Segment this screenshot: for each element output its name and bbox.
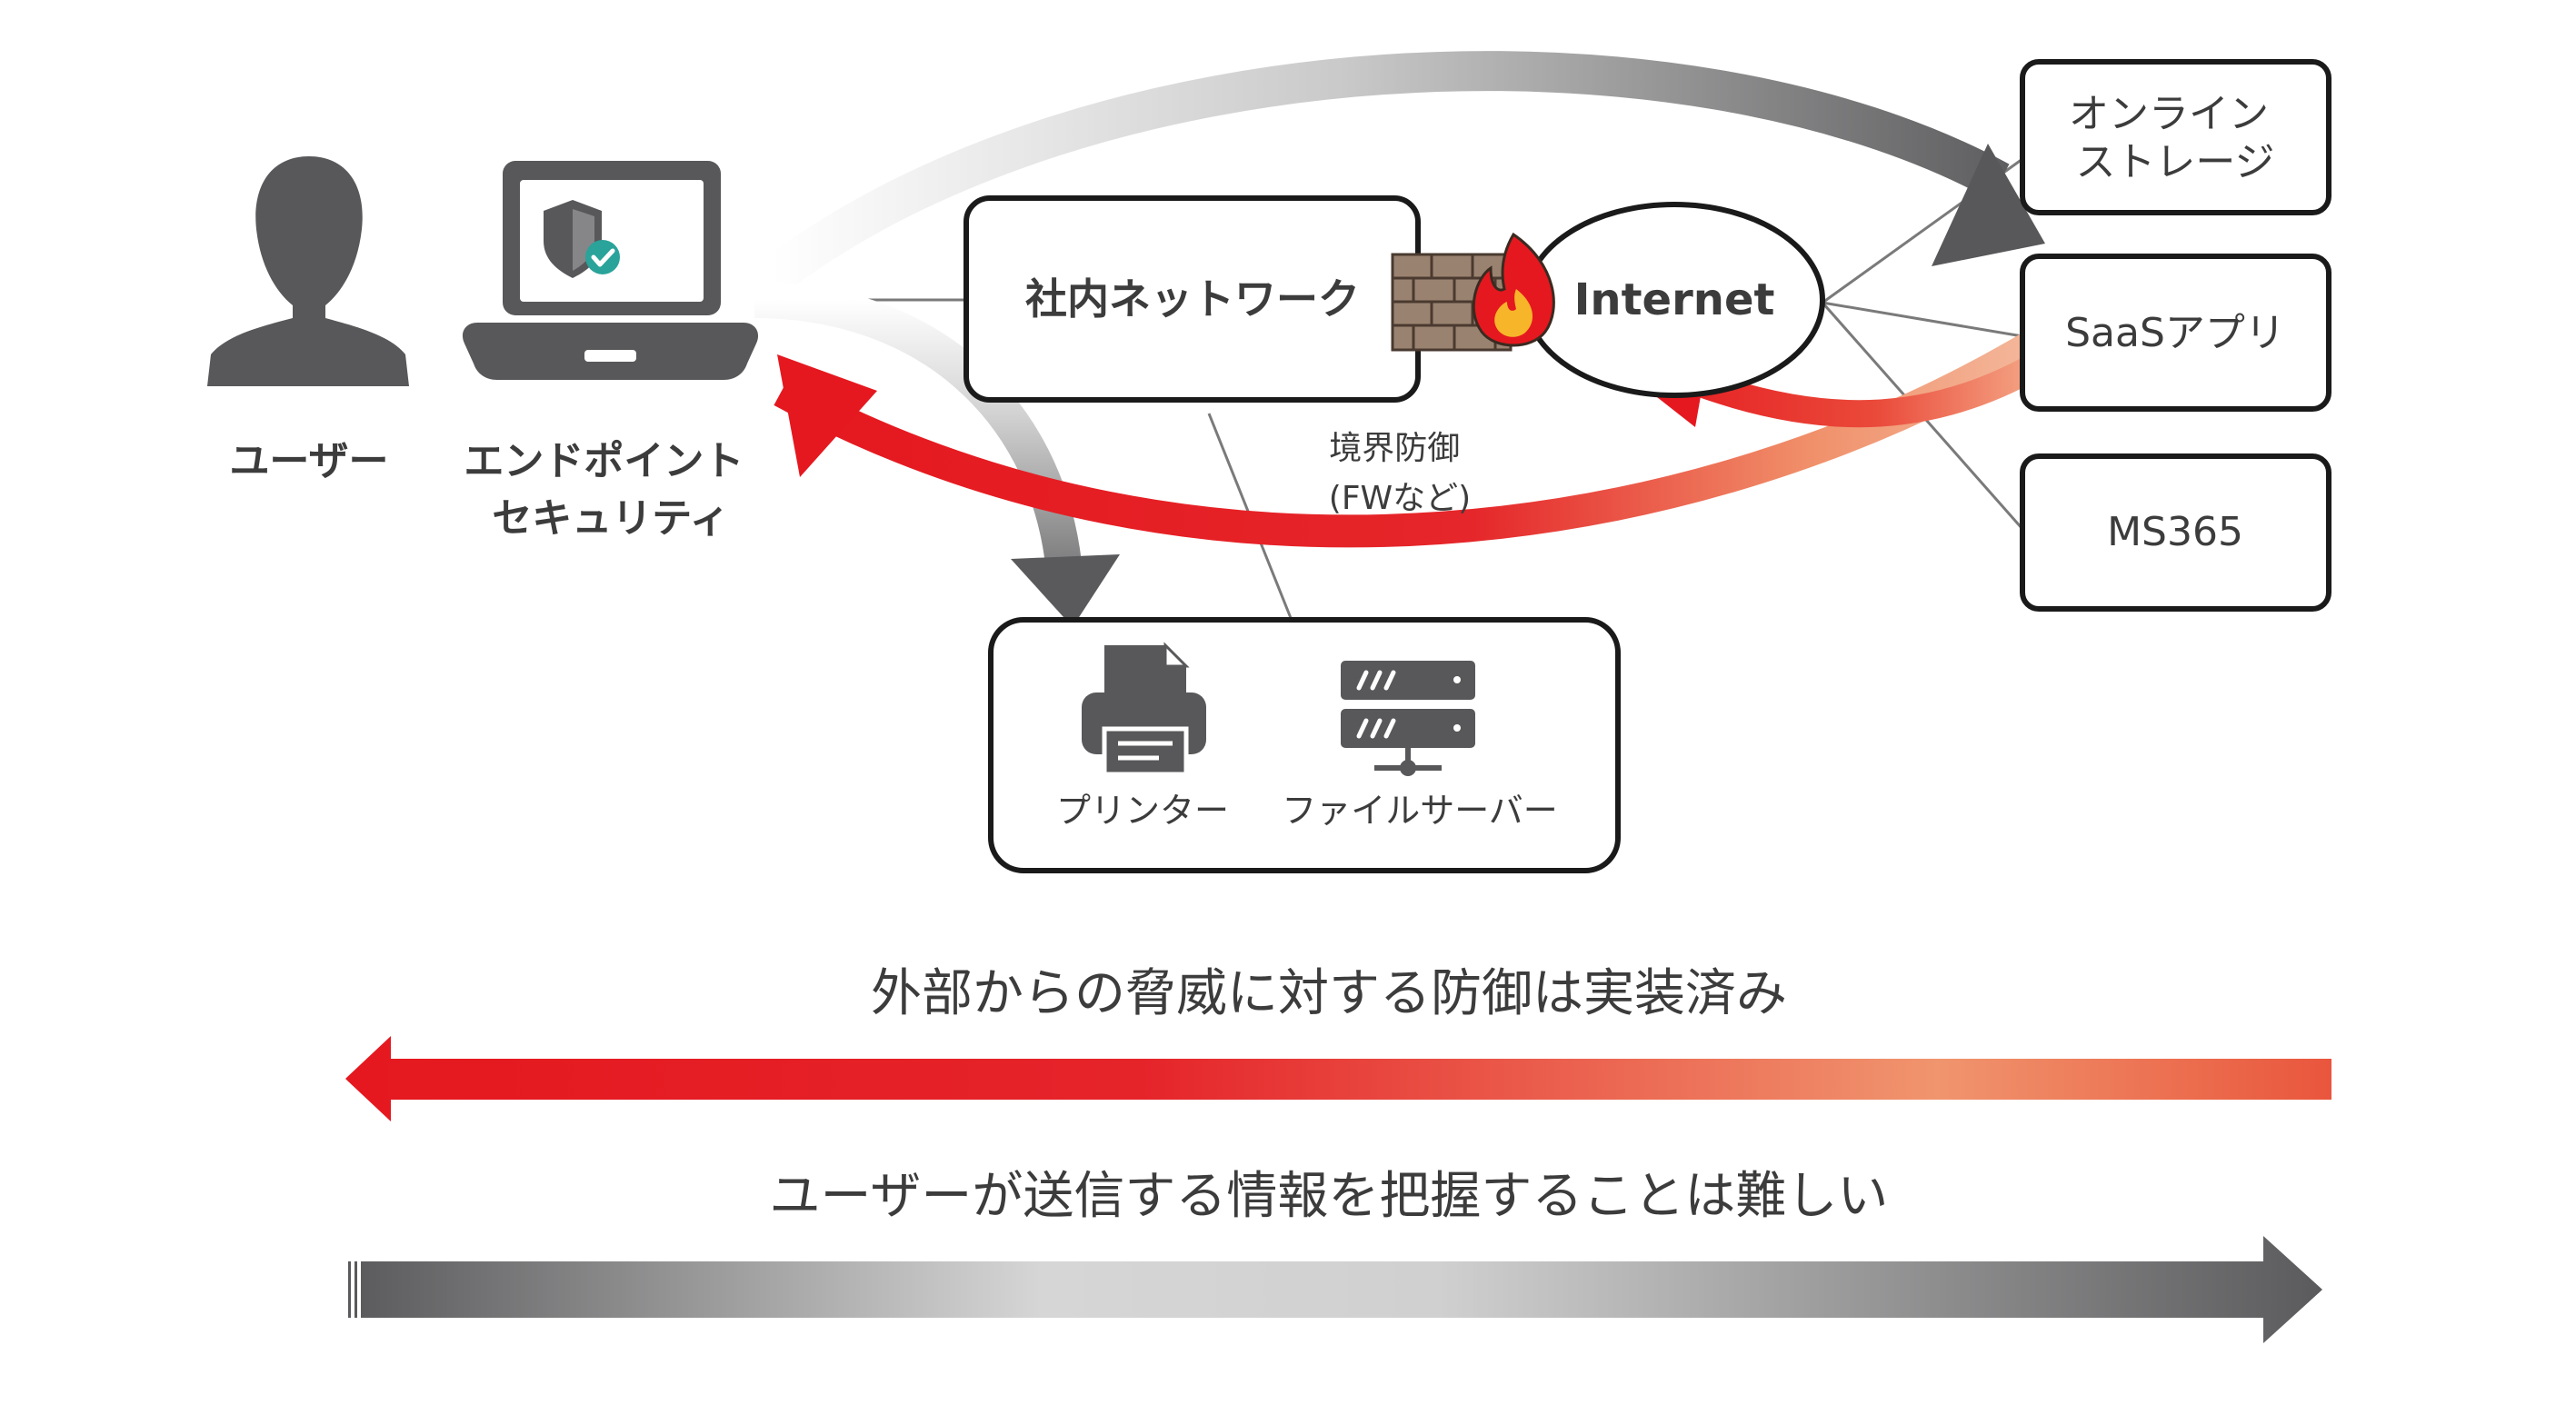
server-icon <box>1341 661 1475 776</box>
internal-network-label: 社内ネットワーク <box>1025 274 1360 324</box>
cloud-service-saas: SaaSアプリ <box>2020 254 2331 412</box>
endpoint-label-line2: セキュリティ <box>492 495 729 542</box>
endpoint-label-line1: エンドポイント <box>464 438 744 484</box>
printer-label: プリンター <box>1056 791 1229 831</box>
online-storage-label: オンライン ストレージ <box>2069 91 2281 185</box>
user-info-caption: ユーザーが送信する情報を把握することは難しい <box>770 1167 1889 1226</box>
fire-icon <box>1472 232 1555 347</box>
user-info-direction-arrow <box>348 1236 2322 1343</box>
boundary-defense-line2: (FWなど) <box>1329 480 1471 517</box>
printer-icon <box>1082 642 1206 777</box>
outbound-cloud-arrow <box>760 51 2045 294</box>
internet-node: Internet <box>1523 202 1825 398</box>
ms365-label: MS365 <box>2107 509 2243 555</box>
endpoint-label: エンドポイント セキュリティ <box>464 438 757 542</box>
online-storage-line1: オンライン <box>2069 91 2269 137</box>
laptop-shield-icon <box>462 161 759 380</box>
boundary-defense-label: 境界防御 (FWなど) <box>1329 430 1471 517</box>
threat-direction-arrow <box>345 1036 2331 1121</box>
cloud-service-ms365: MS365 <box>2020 453 2331 612</box>
online-storage-line2: ストレージ <box>2075 139 2274 185</box>
boundary-defense-line1: 境界防御 <box>1329 430 1460 467</box>
internal-network-box: 社内ネットワーク <box>964 195 1421 403</box>
saas-label: SaaSアプリ <box>2065 310 2285 356</box>
fileserver-label: ファイルサーバー <box>1282 791 1558 831</box>
cloud-service-online-storage: オンライン ストレージ <box>2020 59 2331 215</box>
user-icon <box>207 156 409 386</box>
threat-defense-caption: 外部からの脅威に対する防御は実装済み <box>871 964 1787 1023</box>
user-label: ユーザー <box>229 438 388 484</box>
internet-label: Internet <box>1574 274 1775 325</box>
